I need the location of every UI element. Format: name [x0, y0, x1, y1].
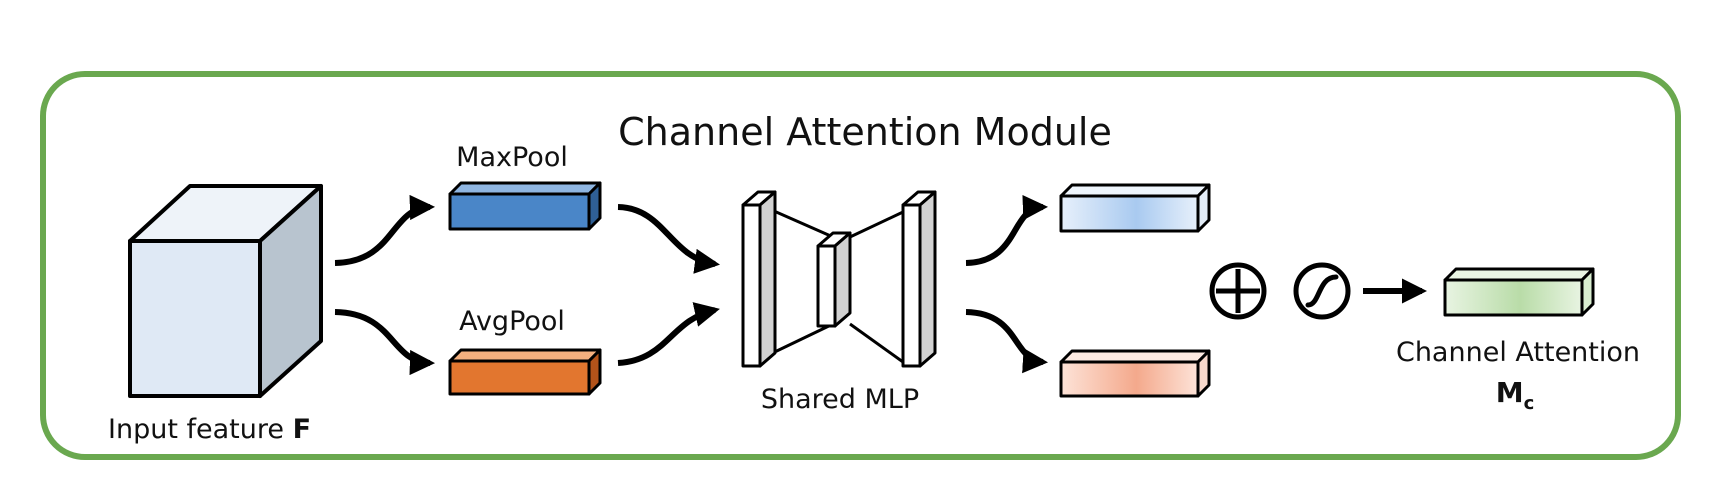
mlp-layer-front [741, 203, 762, 368]
avg-output-front [1059, 360, 1200, 398]
max-output-bar [1059, 183, 1211, 233]
shared-mlp-label: Shared MLP [761, 384, 919, 415]
channel-attention-symbol-sub: c [1524, 393, 1535, 414]
max-output-top [1059, 183, 1211, 198]
maxpool-front [448, 192, 591, 231]
mlp-output-layer [901, 190, 937, 368]
maxpool-bar [448, 181, 602, 231]
mlp-connector [849, 210, 904, 239]
input-feature-text: Input feature [108, 414, 293, 445]
avgpool-bar [448, 348, 602, 396]
mlp-hidden-layer [816, 231, 852, 328]
arrow-avgpool-to-mlp [617, 302, 720, 366]
arrow-maxpool-to-mlp [617, 204, 720, 274]
module-border [40, 71, 1681, 460]
channel-attention-front [1443, 278, 1584, 317]
element-wise-sum-icon [1209, 262, 1267, 320]
sigmoid-icon [1293, 262, 1351, 320]
arrow-mlp-to-avg-output [965, 309, 1049, 374]
input-feature-label: Input feature F [108, 414, 311, 445]
avgpool-label: AvgPool [459, 306, 565, 337]
module-title: Channel Attention Module [618, 110, 1112, 154]
arrow-mlp-to-max-output [965, 195, 1049, 266]
avg-output-top [1059, 349, 1211, 364]
mlp-layer-front [816, 244, 837, 328]
channel-attention-symbol-m: M [1496, 376, 1524, 409]
maxpool-top [448, 181, 602, 196]
max-output-front [1059, 194, 1200, 233]
channel-attention-label: Channel Attention [1396, 337, 1640, 368]
channel-attention-bar [1443, 267, 1595, 317]
cube-front-face [128, 239, 262, 398]
arrow-to-avgpool [334, 309, 436, 376]
mlp-layer-front [901, 203, 922, 368]
input-feature-symbol: F [293, 414, 311, 445]
mlp-connector [849, 322, 904, 364]
avgpool-top [448, 348, 602, 363]
mlp-layer-side [833, 231, 852, 328]
input-feature-cube [128, 184, 323, 398]
mlp-layer-side [758, 190, 777, 368]
channel-attention-top [1443, 267, 1595, 282]
mlp-layer-side [918, 190, 937, 368]
channel-attention-symbol: Mc [1496, 376, 1535, 414]
avgpool-front [448, 359, 591, 396]
arrow-to-maxpool [334, 194, 436, 266]
mlp-input-layer [741, 190, 777, 368]
maxpool-label: MaxPool [456, 142, 568, 173]
shared-mlp [741, 190, 937, 368]
avg-output-bar [1059, 349, 1211, 398]
